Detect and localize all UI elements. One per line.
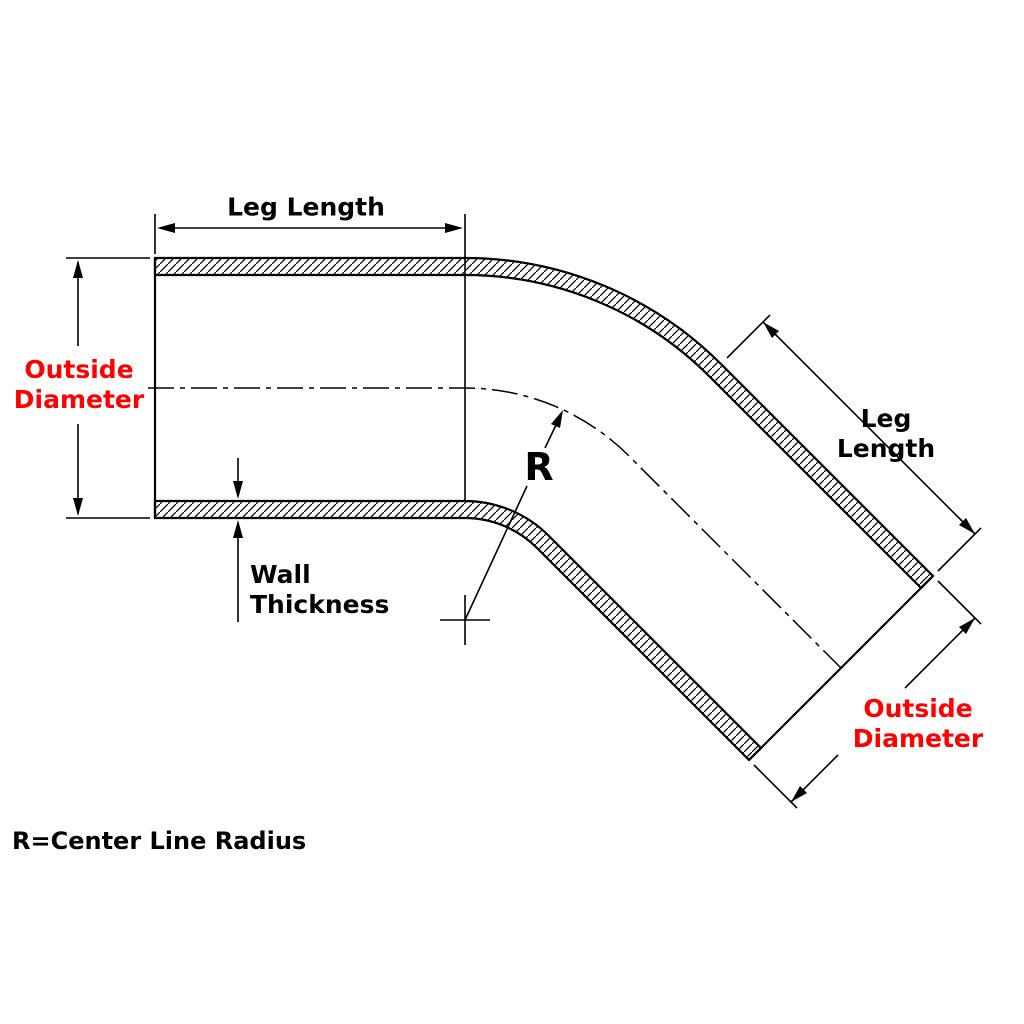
arrowhead-down [233, 481, 243, 499]
label-outside-diameter-right: Outside Diameter [853, 694, 983, 754]
label-wall-thickness-line1: Wall [250, 560, 311, 589]
center-line [148, 387, 842, 669]
label-outside-diameter-left-line2: Diameter [13, 385, 145, 414]
arrowhead-up [233, 520, 243, 538]
extension-line [753, 764, 798, 809]
label-leg-length-top: Leg Length [227, 192, 385, 222]
arrowhead-down-left [791, 786, 807, 802]
label-outside-diameter-left-line1: Outside [24, 355, 134, 384]
dimension-leg-length-top [154, 214, 466, 501]
label-wall-thickness: Wall Thickness [250, 560, 389, 620]
dimension-outside-diameter-right [753, 580, 982, 809]
dimension-outside-diameter-left [66, 257, 150, 519]
arrowhead-down [73, 498, 83, 516]
extension-line [726, 314, 771, 359]
tube-bottom-wall [153, 499, 763, 762]
label-outside-diameter-right-line1: Outside [863, 694, 973, 723]
arrowhead-right [445, 223, 463, 233]
arrowhead-radius [551, 410, 563, 428]
arrowhead-left [157, 223, 175, 233]
label-leg-length-right: Leg Length [837, 404, 935, 464]
label-leg-length-right-line2: Length [836, 434, 936, 463]
arrowhead-down-right [959, 518, 975, 534]
tube-body [153, 256, 935, 762]
label-leg-length-right-line1: Leg [860, 404, 912, 433]
dimension-line [762, 321, 976, 535]
label-outside-diameter-left: Outside Diameter [14, 355, 144, 415]
extension-line [937, 527, 982, 572]
arrowhead-up-left [763, 322, 779, 338]
dimension-center-line-radius [440, 410, 563, 645]
arrowhead-up-right [959, 618, 975, 634]
note-radius-definition: R=Center Line Radius [12, 827, 307, 855]
label-outside-diameter-right-line2: Diameter [852, 724, 984, 753]
radius-line [544, 424, 557, 449]
extension-line [937, 580, 982, 625]
dimension-leg-length-right [726, 314, 982, 572]
label-wall-thickness-line2: Thickness [250, 590, 390, 619]
radius-line [464, 485, 528, 621]
arrowhead-up [73, 260, 83, 278]
dimension-wall-thickness [233, 458, 243, 622]
label-radius-symbol: R [524, 445, 554, 489]
